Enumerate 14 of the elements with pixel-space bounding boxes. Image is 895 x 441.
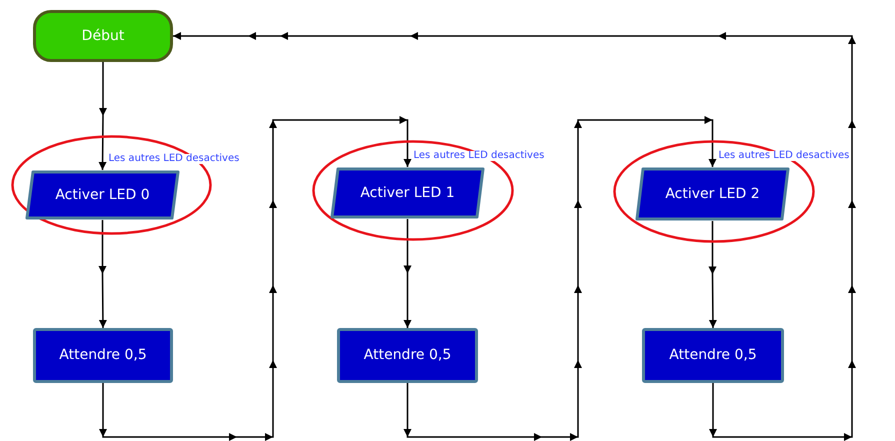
node-label: Attendre 0,5 xyxy=(669,346,757,365)
start-terminal xyxy=(33,10,173,62)
node-label: Attendre 0,5 xyxy=(59,346,147,365)
node-label: Activer LED 2 xyxy=(665,184,760,204)
annotation-text: Les autres LED desactives xyxy=(412,151,546,161)
node-label: Activer LED 0 xyxy=(55,186,150,204)
process-box xyxy=(642,328,784,383)
annotation-text: Les autres LED desactives xyxy=(108,154,240,164)
node-label: Attendre 0,5 xyxy=(364,346,452,365)
node-label: Début xyxy=(82,26,124,46)
process-box xyxy=(33,328,173,383)
node-label: Activer LED 1 xyxy=(360,184,455,202)
process-box xyxy=(337,328,478,383)
annotation-text: Les autres LED desactives xyxy=(718,151,850,161)
